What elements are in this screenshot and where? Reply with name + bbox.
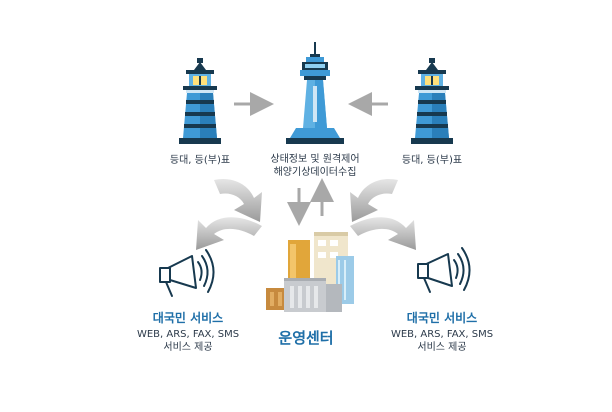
tower-label-line2: 해양기상데이터수집 <box>245 166 385 179</box>
right-lighthouse-icon <box>411 58 453 144</box>
right-service-title: 대국민 서비스 <box>382 309 502 326</box>
operation-center-label: 운영센터 <box>256 327 356 348</box>
right-lighthouse-label: 등대, 등(부)표 <box>382 154 482 167</box>
left-lighthouse-icon <box>179 58 221 144</box>
curved-arrow-center-to-right-service <box>350 217 416 250</box>
curved-arrow-center-to-left-service <box>196 217 262 250</box>
right-megaphone-icon <box>418 248 470 292</box>
left-service-desc-line2: 서비스 제공 <box>118 341 258 354</box>
curved-arrow-left-to-center <box>214 179 262 222</box>
left-service-desc-line1: WEB, ARS, FAX, SMS <box>118 328 258 341</box>
right-service-desc-line1: WEB, ARS, FAX, SMS <box>372 328 512 341</box>
left-service-title: 대국민 서비스 <box>128 309 248 326</box>
curved-arrow-right-to-center <box>350 179 398 222</box>
left-megaphone-icon <box>160 250 214 296</box>
left-lighthouse-label: 등대, 등(부)표 <box>150 154 250 167</box>
control-tower-icon <box>286 42 344 144</box>
tower-label-line1: 상태정보 및 원격제어 <box>245 153 385 166</box>
operation-center-buildings-icon <box>266 232 354 312</box>
right-service-desc-line2: 서비스 제공 <box>372 341 512 354</box>
